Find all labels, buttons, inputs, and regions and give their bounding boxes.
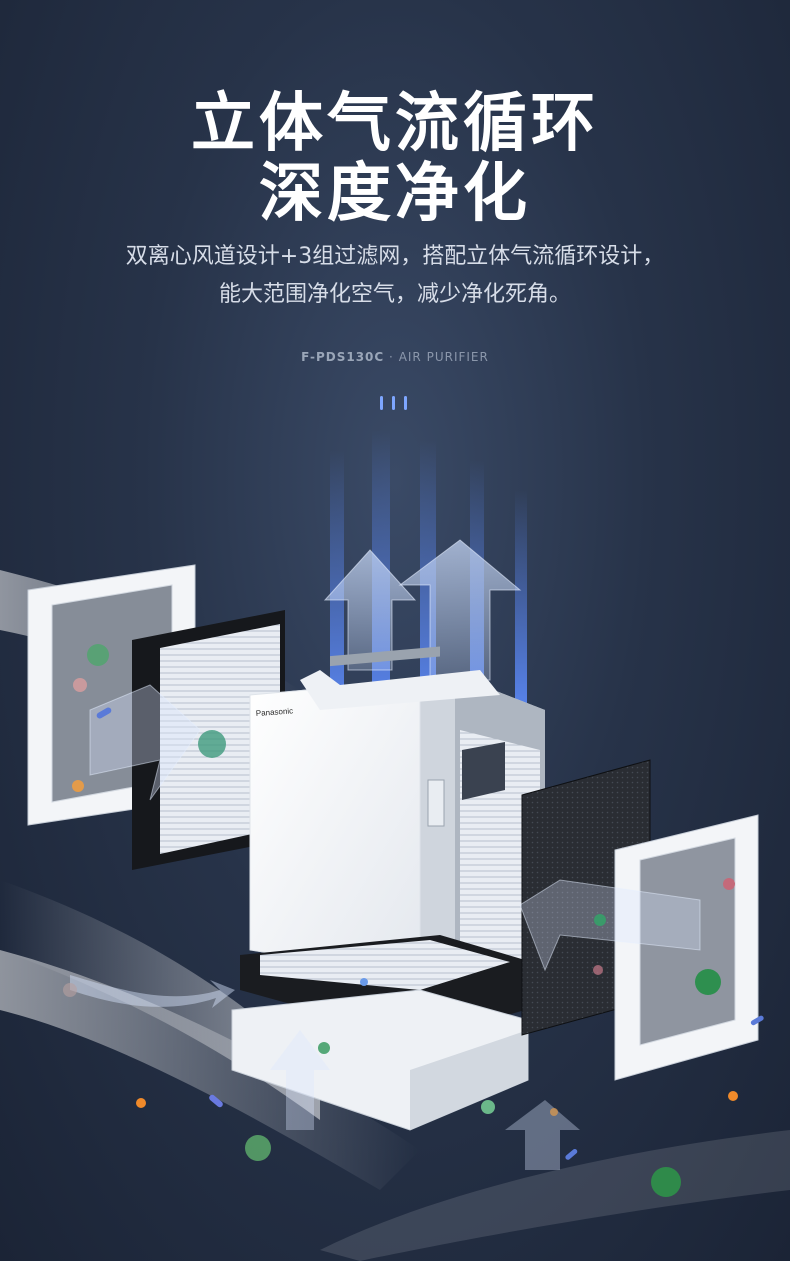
headline-line-1: 立体气流循环: [191, 87, 599, 161]
description-line-2: 能大范围净化空气，减少净化死角。: [218, 282, 571, 307]
inflow-arrow-icon: [519, 879, 701, 972]
up-arrow-icon: [505, 1100, 580, 1170]
inflow-arrow-icon: [89, 684, 201, 801]
purifier-body: [249, 646, 545, 990]
brand-logo: Panasonic: [256, 706, 294, 718]
indicator-bar: [392, 396, 395, 410]
exploded-purifier-illustration: Panasonic: [0, 430, 790, 1261]
up-arrow-icon: [270, 1030, 330, 1130]
headline-line-2: 深度净化: [259, 157, 531, 231]
indicator-bar: [380, 396, 383, 410]
model-separator: ·: [389, 350, 394, 364]
indicator-bar: [404, 396, 407, 410]
germ-particle-icons: [63, 644, 764, 1197]
product-category: AIR PURIFIER: [398, 350, 489, 364]
model-number: F-PDS130C: [301, 350, 385, 364]
description-line-1: 双离心风道设计+3组过滤网，搭配立体气流循环设计，: [125, 244, 665, 269]
section-indicator: [380, 396, 410, 410]
inflow-arrow-icon: [70, 975, 235, 1008]
bottom-filter-and-base: [231, 935, 529, 1131]
up-arrow-icon: [323, 539, 522, 681]
model-caption: F-PDS130C · AIR PURIFIER: [0, 350, 790, 364]
